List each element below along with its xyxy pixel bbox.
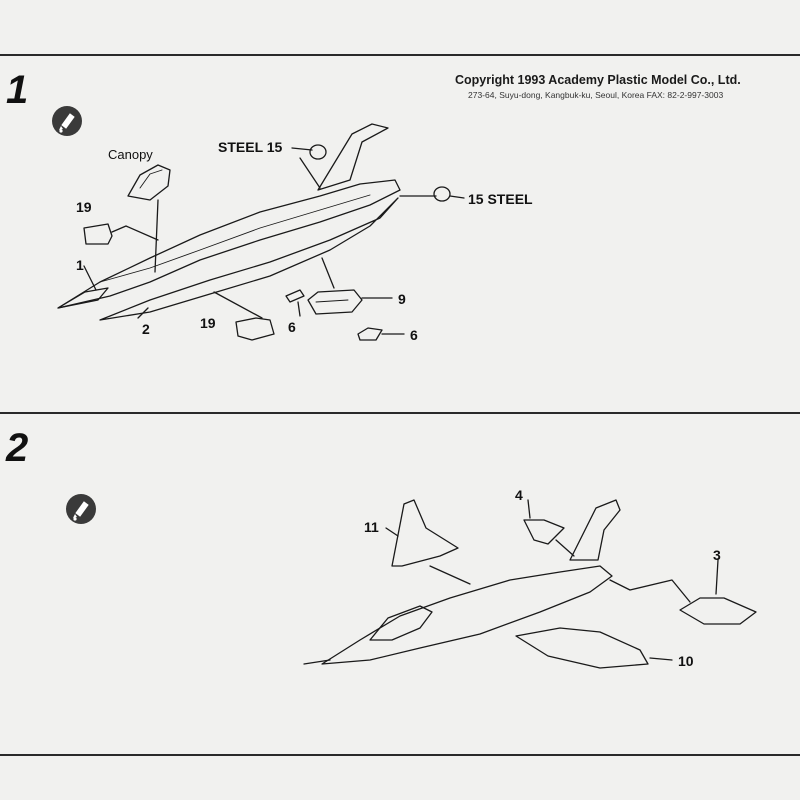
part-11-fin [391,499,459,567]
fuselage-upper-part [57,179,401,309]
label-part-9: 9 [398,291,406,307]
steel-weight-right [433,186,451,202]
label-part-3: 3 [713,547,721,563]
address-text: 273-64, Suyu-dong, Kangbuk-ku, Seoul, Ko… [468,90,724,100]
part-6-left [285,289,305,303]
part-19-top [83,223,113,245]
assembled-canopy [369,605,433,641]
label-canopy: Canopy [108,147,153,162]
part-3-stabilizer [679,597,757,625]
vertical-tail-fin [317,123,389,191]
part-6-right [357,327,383,341]
label-part-10: 10 [678,653,694,669]
step-2-number: 2 [6,426,29,470]
fuselage-lower-part [99,197,399,321]
bottom-border [0,754,800,756]
part-19-bottom [235,317,275,341]
part-9 [307,289,363,315]
glue-tube-icon [52,106,82,136]
label-part-1: 1 [76,257,84,273]
assembled-vertical-tail [569,499,621,561]
copyright-text: Copyright 1993 Academy Plastic Model Co.… [455,73,741,87]
step-1-number: 1 [6,68,29,112]
assembled-fuselage [321,565,613,665]
label-part-6-left: 6 [288,319,296,335]
label-steel-15-right: 15 STEEL [468,191,533,207]
label-part-19-top: 19 [76,199,92,215]
canopy-part [127,164,171,201]
part-19-leader [111,225,159,241]
label-part-4: 4 [515,487,523,503]
glue-tube-icon [66,494,96,524]
label-part-19-bottom: 19 [200,315,216,331]
label-part-2: 2 [142,321,150,337]
top-border [0,54,800,56]
fuselage-upper-detail [99,194,371,283]
label-part-6-right: 6 [410,327,418,343]
steel-weight-top [309,144,327,160]
label-part-11: 11 [364,519,379,535]
part-10-wing [515,627,649,669]
step-divider [0,412,800,414]
nose-cone [57,287,109,309]
part-4 [523,519,565,545]
label-steel-15-top: STEEL 15 [218,139,283,155]
canopy-leader [154,199,159,273]
